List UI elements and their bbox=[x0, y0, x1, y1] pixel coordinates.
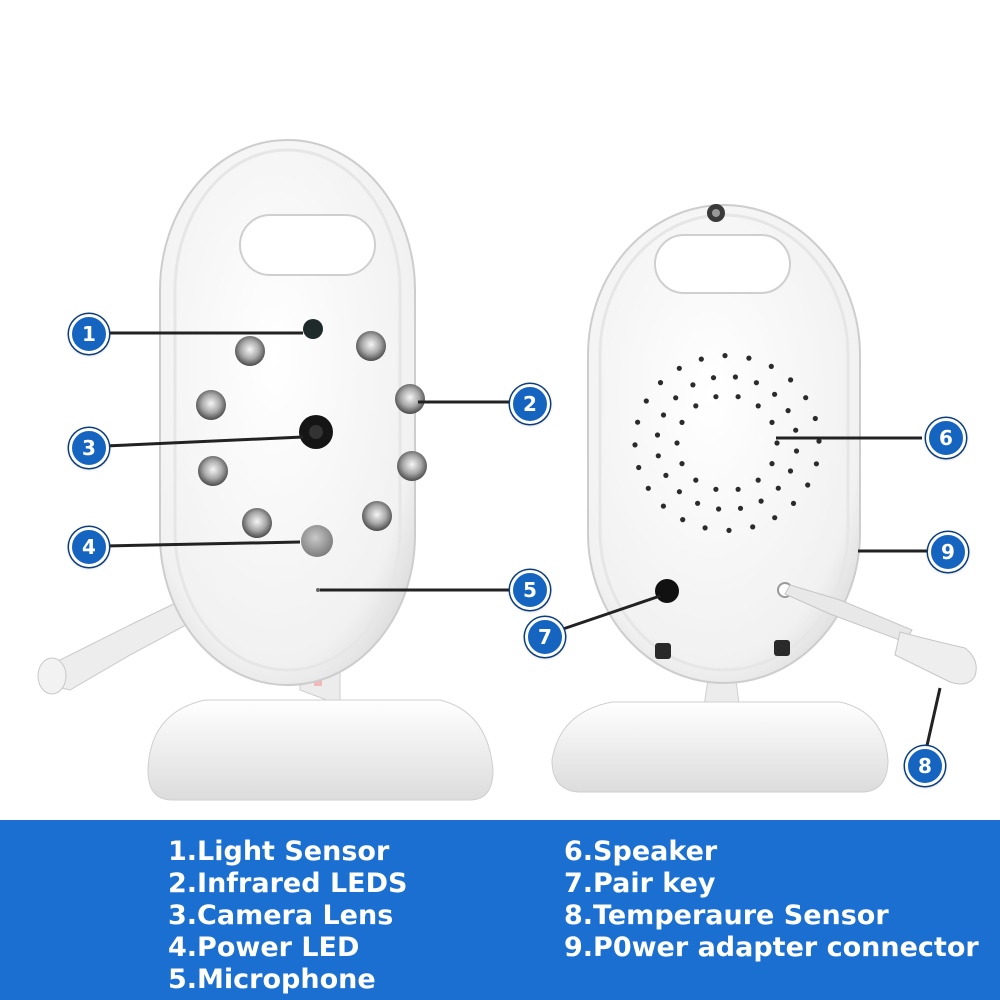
infrared-leds bbox=[196, 331, 427, 538]
speaker-hole bbox=[660, 503, 667, 509]
legend-item-microphone: 5.Microphone bbox=[168, 964, 376, 995]
speaker-hole bbox=[716, 506, 722, 512]
speaker-hole bbox=[788, 377, 794, 383]
callout-badge-7: 7 bbox=[525, 617, 565, 657]
speaker-hole bbox=[710, 375, 717, 381]
callout-lines bbox=[104, 331, 942, 751]
speaker-hole bbox=[746, 355, 752, 361]
callout-badge-1: 1 bbox=[69, 314, 109, 354]
callout-badge-5: 5 bbox=[510, 570, 550, 610]
speaker-hole bbox=[753, 380, 760, 386]
product-photo bbox=[37, 139, 977, 801]
speaker-hole bbox=[645, 485, 651, 491]
speaker-hole bbox=[787, 468, 794, 474]
speaker-hole bbox=[663, 472, 669, 478]
callout-badge-3: 3 bbox=[69, 428, 109, 468]
speaker-hole bbox=[713, 394, 719, 400]
callout-badge-6: 6 bbox=[926, 418, 966, 458]
speaker-hole bbox=[680, 517, 686, 523]
legend-item-camera-lens: 3.Camera Lens bbox=[168, 900, 394, 931]
callout-badge-9: 9 bbox=[928, 532, 968, 572]
speaker-hole bbox=[772, 515, 778, 521]
speaker-hole bbox=[793, 427, 799, 433]
speaker-hole bbox=[673, 395, 679, 401]
speaker-hole bbox=[755, 403, 761, 409]
legend-item-temperature-sensor: 8.Temperaure Sensor bbox=[564, 900, 889, 931]
legend-item-infrared-leds: 2.Infrared LEDS bbox=[168, 868, 408, 899]
speaker-hole bbox=[758, 498, 764, 504]
speaker-hole bbox=[812, 415, 818, 422]
legend-item-light-sensor: 1.Light Sensor bbox=[168, 836, 390, 867]
speaker-hole bbox=[676, 365, 682, 371]
speaker-hole bbox=[702, 525, 708, 531]
legend-item-power-led: 4.Power LED bbox=[168, 932, 360, 963]
callout-badge-8: 8 bbox=[905, 746, 945, 786]
callout-badge-4: 4 bbox=[69, 527, 109, 567]
speaker-hole bbox=[679, 419, 685, 425]
speaker-hole bbox=[775, 485, 781, 491]
speaker-hole bbox=[698, 356, 704, 362]
speaker-hole bbox=[772, 391, 778, 397]
speaker-hole bbox=[695, 500, 701, 506]
speaker-hole bbox=[816, 438, 822, 444]
speaker-hole bbox=[750, 524, 756, 530]
legend-item-speaker: 6.Speaker bbox=[564, 836, 718, 867]
speaker-hole bbox=[674, 440, 680, 446]
speaker-hole bbox=[693, 403, 699, 409]
speaker-hole bbox=[790, 500, 797, 506]
speaker-hole bbox=[769, 419, 775, 425]
speaker-hole bbox=[805, 482, 811, 488]
speaker-hole bbox=[813, 461, 820, 467]
speaker-hole bbox=[713, 486, 719, 492]
speaker-hole bbox=[693, 477, 699, 483]
speaker-hole bbox=[676, 489, 683, 495]
feature-legend: 1.Light Sensor 2.Infrared LEDS 3.Camera … bbox=[0, 820, 1000, 1000]
camera-front bbox=[37, 139, 494, 801]
speaker-hole bbox=[655, 453, 661, 459]
speaker-hole bbox=[690, 382, 696, 388]
speaker-hole bbox=[737, 505, 744, 511]
speaker-hole bbox=[785, 408, 791, 414]
speaker-hole bbox=[635, 419, 641, 425]
speaker-hole bbox=[726, 527, 732, 534]
callout-badge-2: 2 bbox=[510, 384, 550, 424]
speaker-hole bbox=[768, 363, 774, 369]
speaker-grille bbox=[632, 353, 822, 534]
camera-back bbox=[551, 204, 977, 793]
speaker-hole bbox=[679, 461, 685, 467]
speaker-hole bbox=[660, 412, 667, 418]
legend-item-pair-key: 7.Pair key bbox=[564, 868, 716, 899]
speaker-hole bbox=[632, 442, 638, 448]
speaker-hole bbox=[657, 380, 664, 386]
speaker-hole bbox=[735, 394, 741, 400]
speaker-hole bbox=[636, 464, 642, 471]
speaker-hole bbox=[654, 432, 661, 438]
speaker-hole bbox=[755, 477, 761, 483]
speaker-hole bbox=[732, 374, 739, 380]
speaker-hole bbox=[774, 440, 780, 446]
speaker-hole bbox=[803, 395, 809, 401]
speaker-hole bbox=[643, 398, 649, 404]
speaker-hole bbox=[735, 486, 741, 492]
speaker-hole bbox=[769, 461, 775, 467]
legend-item-power-adapter-connector: 9.P0wer adapter connector bbox=[564, 932, 979, 963]
speaker-hole bbox=[722, 353, 728, 359]
speaker-hole bbox=[793, 448, 800, 454]
